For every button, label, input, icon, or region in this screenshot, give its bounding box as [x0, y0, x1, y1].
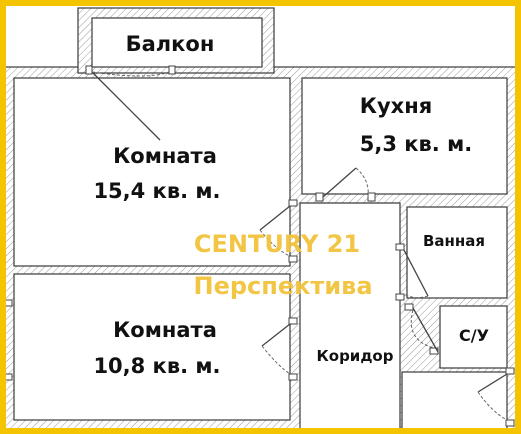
- door-bathroom: [395, 243, 429, 301]
- door-toilet: [404, 303, 439, 355]
- room-large-area: 15,4 кв. м.: [93, 179, 220, 203]
- kitchen-label: Кухня: [360, 94, 432, 118]
- kitchen-area: 5,3 кв. м.: [360, 132, 473, 156]
- door-room-large: [259, 199, 298, 263]
- watermark-line1: CENTURY 21: [194, 230, 360, 258]
- room-bathroom: [406, 206, 508, 299]
- room-small-area: 10,8 кв. м.: [93, 354, 220, 378]
- balcony-label: Балкон: [126, 32, 215, 56]
- corridor-label: Коридор: [317, 347, 394, 365]
- room-large-label: Комната: [113, 144, 217, 168]
- room-large: [13, 77, 291, 267]
- door-room-small: [261, 317, 298, 381]
- room-small-label: Комната: [113, 318, 217, 342]
- door-balcony: [85, 65, 176, 141]
- room-balcony: [91, 17, 263, 68]
- bathroom-label: Ванная: [423, 232, 485, 250]
- room-toilet: [439, 305, 508, 369]
- door-kitchen: [315, 167, 376, 202]
- room-small: [13, 273, 291, 421]
- corridor-extension: [401, 371, 508, 431]
- watermark-line2: Перспектива: [193, 272, 372, 300]
- toilet-label: С/У: [459, 326, 489, 345]
- door-entrance: [477, 367, 515, 427]
- room-kitchen: [301, 77, 508, 195]
